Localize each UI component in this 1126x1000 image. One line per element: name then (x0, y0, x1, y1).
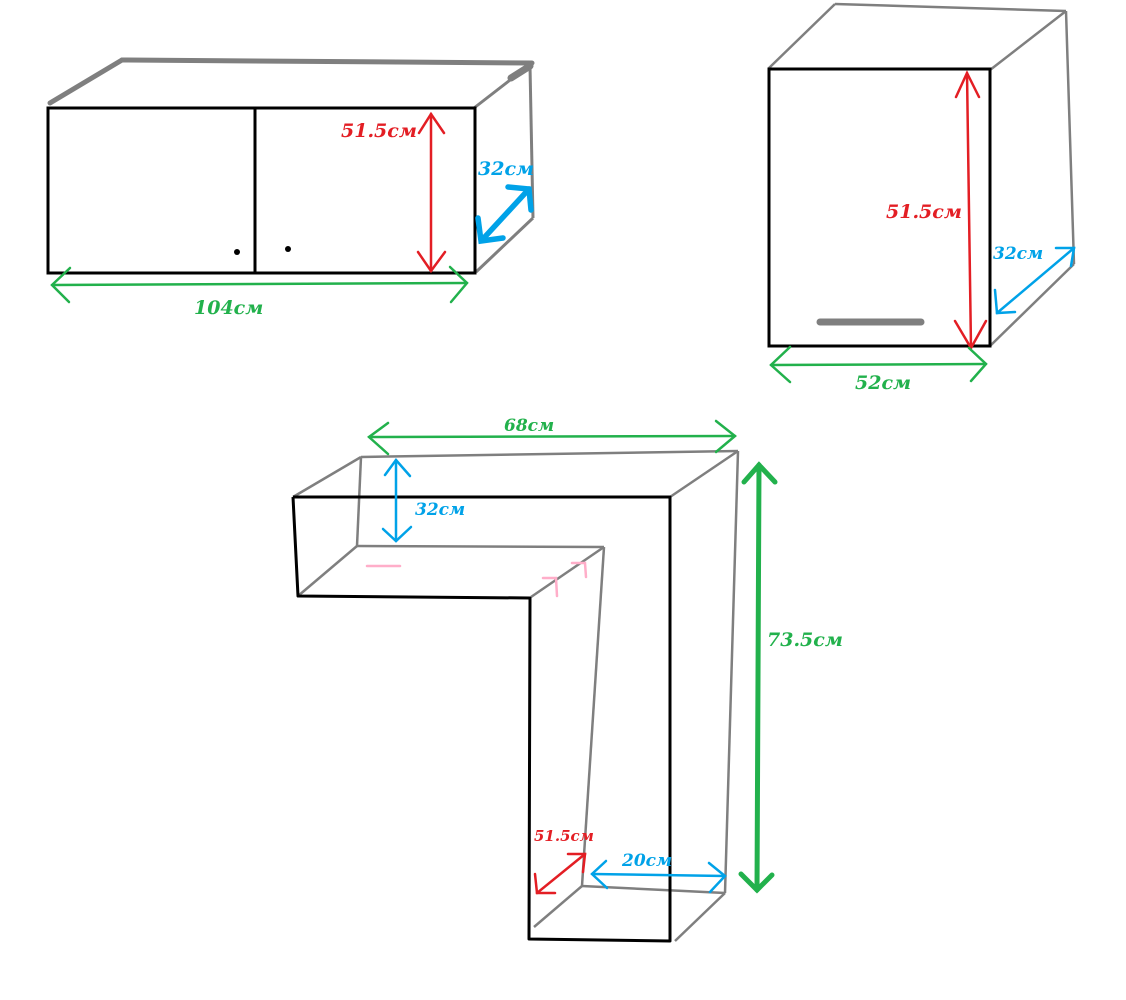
wide-cabinet-depth-arrow (475, 184, 534, 245)
wide-cabinet-width-label: 104см (194, 297, 263, 319)
corner-shelf-small-height-label: 51.5см (534, 827, 594, 845)
wide-cabinet-bottom-side-edge (474, 216, 535, 274)
wide-cabinet-right-back-edge (528, 65, 535, 219)
wide-cabinet-perspective-edges (47, 57, 535, 110)
corner-shelf-top-depth-arrow (381, 458, 413, 543)
wide-cabinet-height-arrow (416, 111, 447, 274)
wide-cabinet: 51.5см 32см 104см (46, 57, 535, 319)
tall-cabinet-width-arrow (769, 345, 988, 384)
wide-cabinet-front (46, 106, 477, 275)
tall-cabinet: 51.5см 32см 52см (767, 2, 1076, 394)
left-door-knob (234, 249, 240, 255)
corner-shelf-top-depth-label: 32см (415, 500, 465, 520)
corner-shelf-width-label: 68см (504, 416, 554, 436)
corner-shelf-small-height-arrow (533, 852, 587, 895)
right-door-knob (285, 246, 291, 252)
tall-cabinet-width-label: 52см (855, 372, 911, 394)
corner-shelf-width-arrow (367, 419, 737, 456)
corner-shelf-bottom-depth-label: 20см (621, 851, 672, 871)
tall-cabinet-perspective-edges (768, 2, 1076, 347)
wide-cabinet-depth-label: 32см (478, 158, 534, 180)
corner-shelf-bottom-depth-arrow (590, 859, 727, 894)
tall-cabinet-front (767, 67, 992, 348)
corner-shelf-height-arrow (738, 461, 778, 894)
tall-cabinet-depth-label: 32см (993, 244, 1043, 264)
corner-shelf: 68см 32см 73.5см 51.5см 20см (291, 416, 843, 943)
tall-cabinet-height-label: 51.5см (886, 201, 962, 223)
corner-shelf-pink-marks (365, 561, 588, 598)
tall-cabinet-height-arrow (953, 70, 988, 351)
corner-shelf-front-outline (291, 495, 672, 943)
tall-cabinet-depth-arrow (993, 246, 1076, 315)
wide-cabinet-height-label: 51.5см (341, 120, 417, 142)
corner-shelf-height-label: 73.5см (767, 629, 843, 651)
wide-cabinet-width-arrow (50, 265, 469, 304)
